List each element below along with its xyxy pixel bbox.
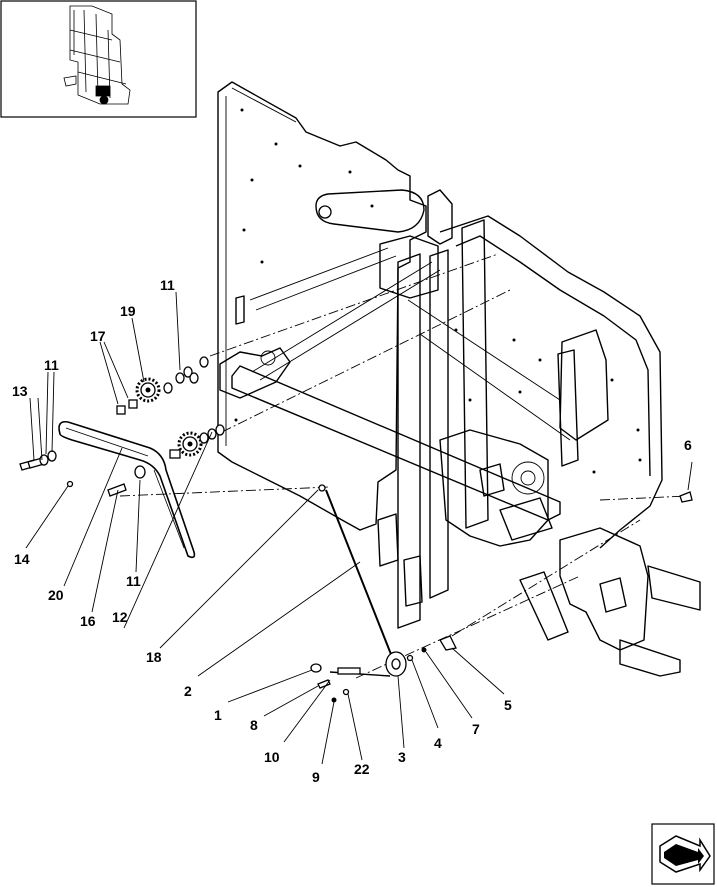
next-page-arrow-icon[interactable] (651, 823, 715, 885)
locator-machine-thumbnail (63, 5, 131, 105)
callout-8: 8 (250, 717, 258, 733)
chain-part (58, 420, 196, 559)
cable-assembly (310, 484, 693, 703)
locator-inset (0, 0, 197, 118)
callout-13: 13 (12, 383, 28, 399)
spacer-sleeves (116, 399, 181, 459)
callout-4: 4 (434, 735, 442, 751)
bolts-left (19, 450, 74, 488)
callout-19: 19 (120, 303, 136, 319)
callout-12: 12 (112, 609, 128, 625)
callout-17: 17 (90, 328, 106, 344)
callout-18: 18 (146, 649, 162, 665)
panel-holes (234, 108, 642, 474)
washers-upper (163, 356, 209, 394)
sprocket-lower (177, 431, 203, 457)
callout-labels: 13 11 17 19 11 14 20 16 11 12 18 2 1 8 1… (12, 277, 692, 785)
callout-7: 7 (472, 721, 480, 737)
callout-22: 22 (354, 761, 370, 777)
callout-11-top-right: 11 (160, 277, 175, 293)
leader-lines (25, 291, 693, 765)
callout-6: 6 (684, 437, 692, 453)
callout-5: 5 (504, 697, 512, 713)
alignment-lines (119, 253, 689, 679)
callout-3: 3 (398, 749, 406, 765)
idler-bolt-and-washer (107, 465, 146, 497)
callout-11-top-left: 11 (44, 357, 59, 373)
washers-lower (199, 424, 225, 444)
callout-16: 16 (80, 613, 96, 629)
callout-14: 14 (14, 551, 30, 567)
callout-9: 9 (312, 769, 320, 785)
callout-11-bottom: 11 (126, 573, 141, 589)
callout-10: 10 (264, 749, 280, 765)
callout-2: 2 (184, 683, 192, 699)
sprocket-upper (135, 377, 161, 403)
baler-frame-drawing (217, 81, 701, 677)
callout-1: 1 (214, 707, 222, 723)
callout-20: 20 (48, 587, 64, 603)
